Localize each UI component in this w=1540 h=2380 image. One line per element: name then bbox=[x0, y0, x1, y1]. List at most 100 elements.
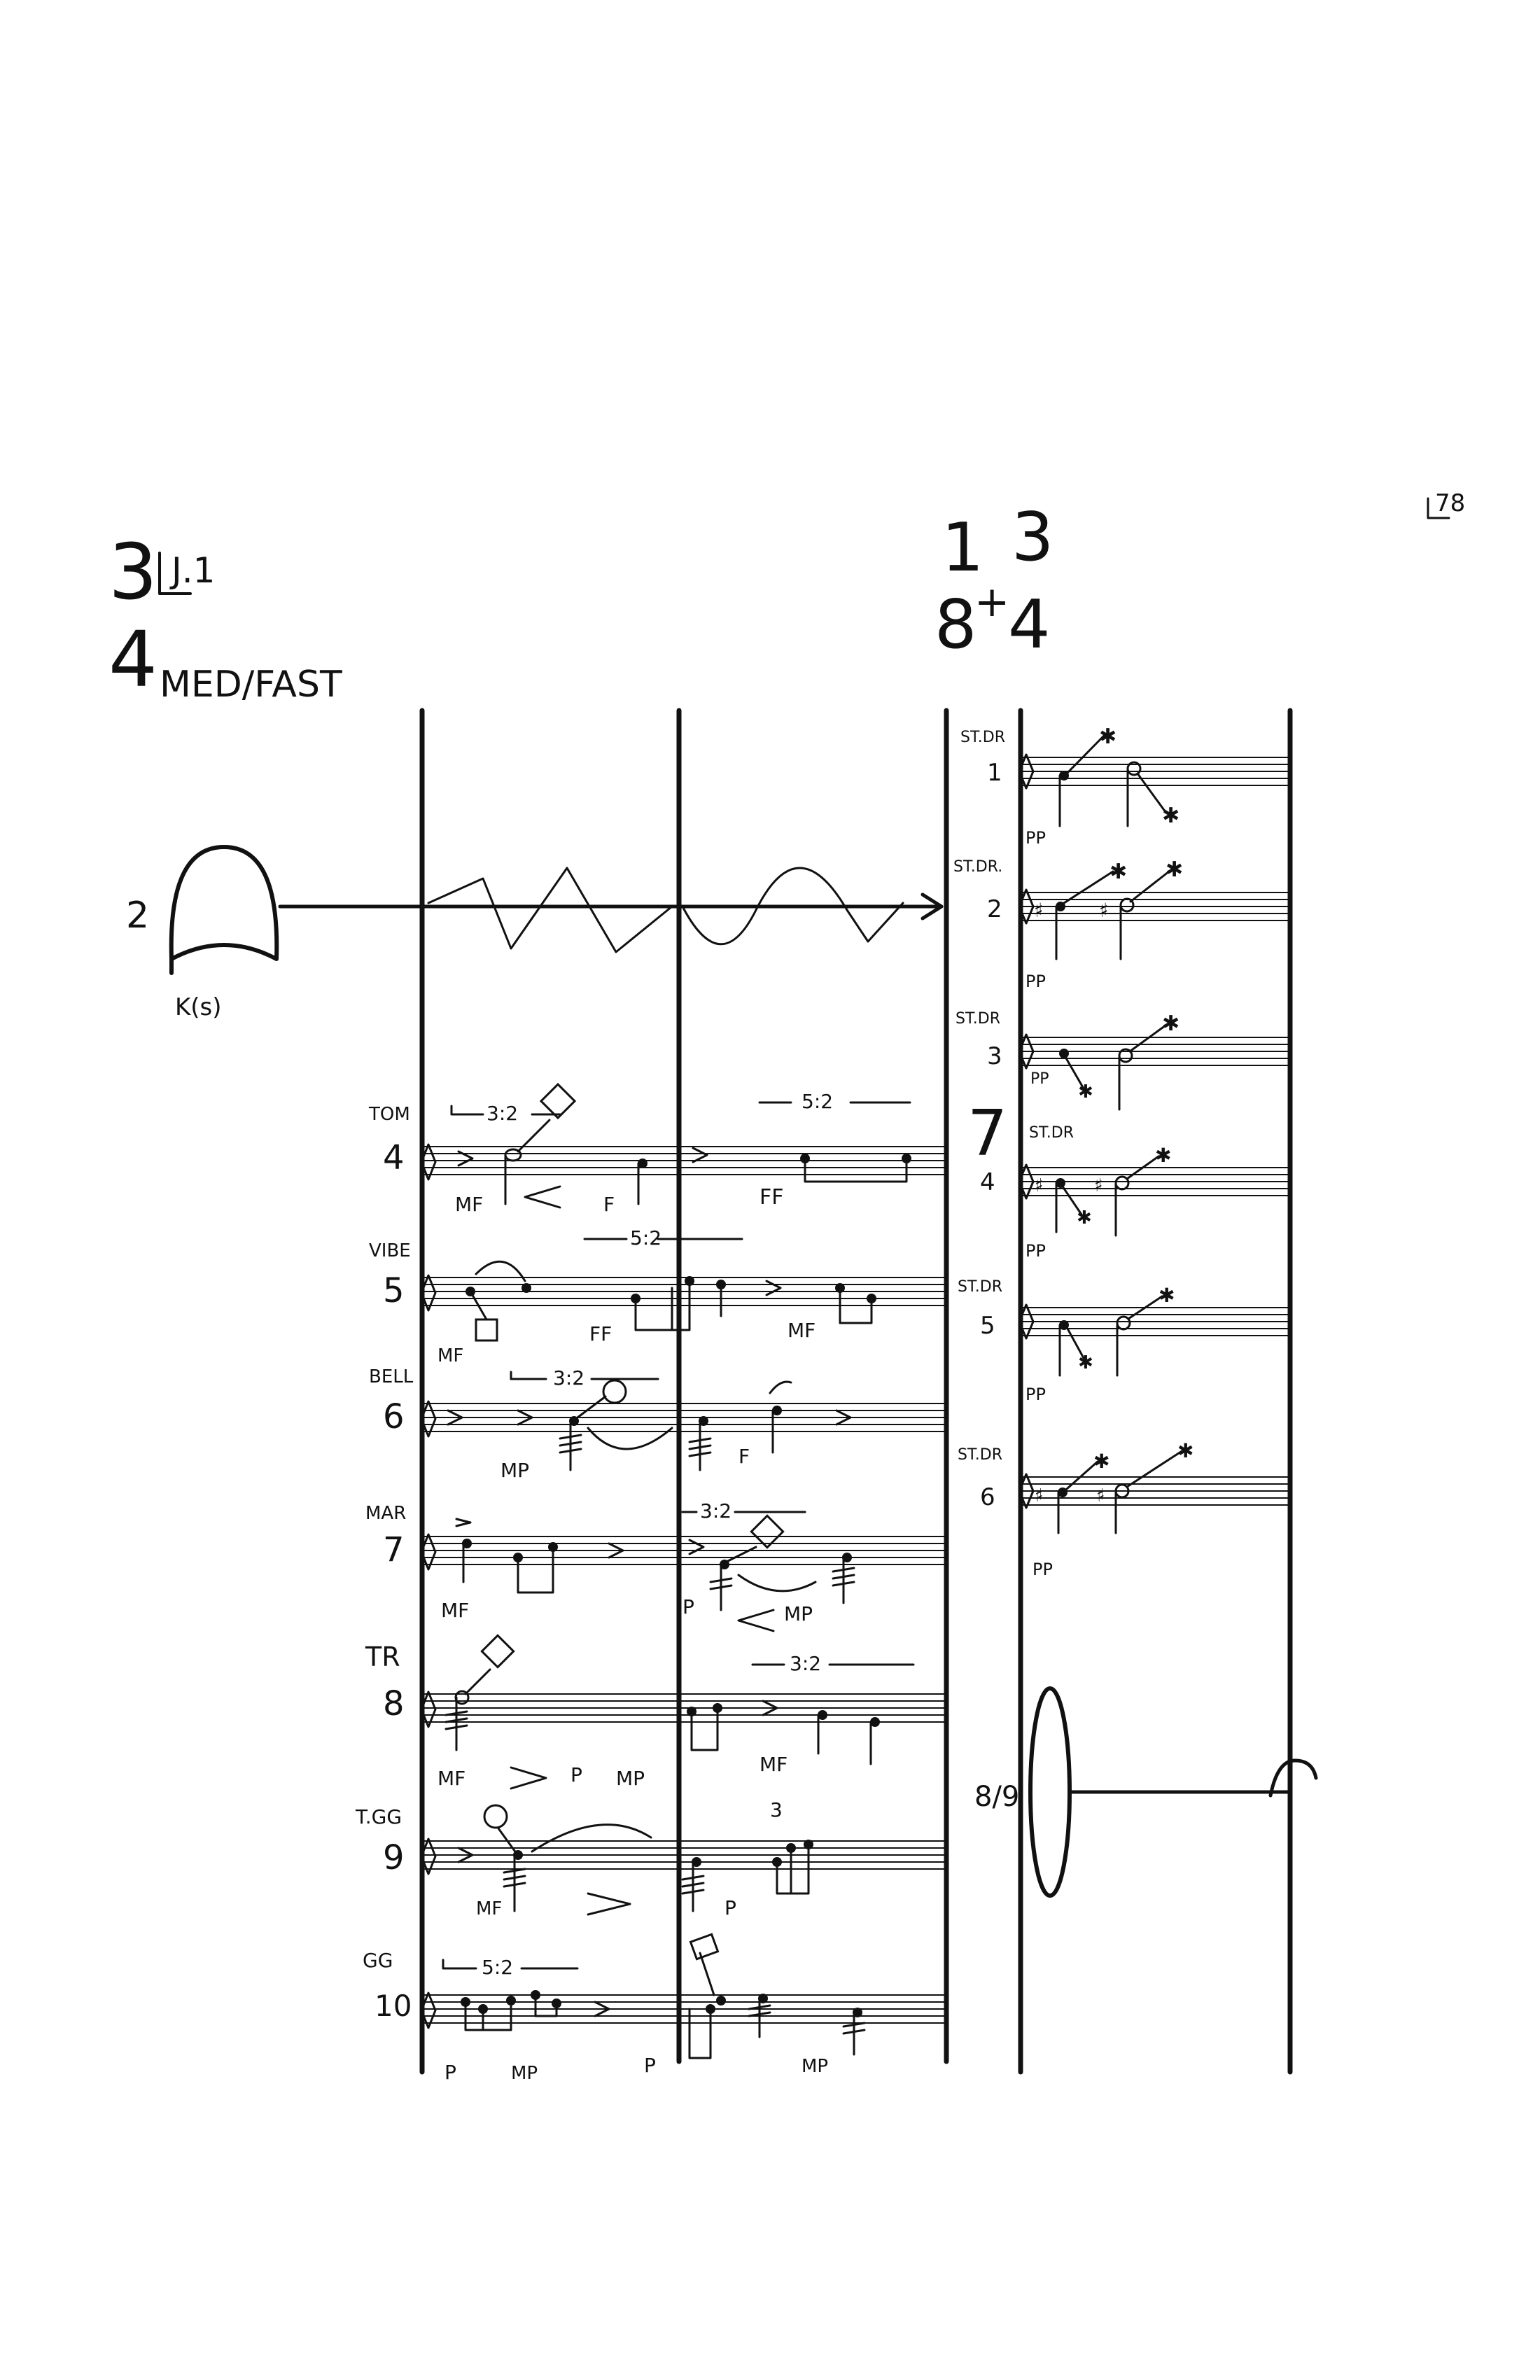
staff-label-mar: MAR bbox=[365, 1503, 406, 1524]
staff-number-bell: 6 bbox=[383, 1397, 405, 1436]
sharp-sign: ♯ bbox=[1035, 1175, 1044, 1196]
tuplet-label: 3:2 bbox=[486, 1102, 518, 1125]
note-head bbox=[1059, 1320, 1069, 1330]
staff-number-stdr: 4 bbox=[980, 1168, 995, 1196]
beam bbox=[839, 1287, 873, 1324]
tremolo-stem bbox=[559, 1420, 582, 1471]
x-note-icon: ✱ bbox=[1166, 858, 1183, 882]
note-head bbox=[870, 1717, 880, 1727]
slur bbox=[531, 1823, 652, 1853]
flag-mark bbox=[689, 1933, 720, 1961]
sustain-number: 2 bbox=[126, 895, 149, 937]
staff-label-gg: GG bbox=[363, 1949, 393, 1972]
x-note-icon: ✱ bbox=[1099, 724, 1116, 749]
hold-ellipse-icon bbox=[1028, 1686, 1072, 1898]
percussion-clef bbox=[420, 1274, 437, 1312]
staff-tgg: T.GG 9 MF 3 P bbox=[355, 1798, 946, 1919]
percussion-clef bbox=[1018, 1033, 1035, 1070]
staff-stdr-3: ST.DR 3 ✱ PP ✱ bbox=[955, 1010, 1291, 1111]
staff-label-stdr: ST.DR bbox=[958, 1446, 1002, 1464]
fermata-arc bbox=[1268, 1758, 1318, 1798]
staff-lines-stdr bbox=[1021, 1037, 1291, 1066]
staff-lines-tr bbox=[424, 1693, 946, 1723]
percussion-clef bbox=[1018, 753, 1035, 790]
staff-vibe: VIBE 5 5:2 MF FF MF bbox=[369, 1226, 946, 1366]
tempo-unit: J.1 bbox=[169, 550, 215, 591]
tremolo-stem bbox=[709, 1563, 733, 1611]
note-head bbox=[818, 1710, 827, 1720]
tuplet-label: 5:2 bbox=[630, 1226, 662, 1250]
note-head bbox=[1056, 902, 1065, 911]
meter-bottom-a: 8 bbox=[934, 587, 976, 664]
note-head-square bbox=[475, 1318, 498, 1342]
dynamic-mark: MP bbox=[616, 1767, 645, 1790]
dynamic-mark: P bbox=[644, 2054, 656, 2077]
x-note-icon: ✱ bbox=[1162, 1011, 1180, 1036]
note-head-open bbox=[1114, 1483, 1130, 1499]
dynamic-mark: MF bbox=[438, 1767, 465, 1790]
staff-stdr-1: ST.DR 1 ✱ ✱ PP bbox=[960, 724, 1291, 848]
page-number-bracket bbox=[1427, 497, 1450, 519]
accent-mark bbox=[594, 2001, 610, 2017]
staff-lines-mar bbox=[424, 1536, 946, 1565]
staff-number-vibe: 5 bbox=[383, 1271, 405, 1310]
staff-lines-stdr bbox=[1021, 1307, 1291, 1336]
staff-number-stdr: 6 bbox=[980, 1483, 995, 1511]
tempo-bracket bbox=[158, 552, 192, 595]
time-signature-bottom: 4 bbox=[108, 615, 158, 704]
dynamic-mark: PP bbox=[1026, 1241, 1046, 1261]
tuplet-bracket bbox=[510, 1371, 659, 1380]
staff-lines-gg bbox=[424, 1994, 946, 2024]
percussion-clef bbox=[420, 1837, 437, 1875]
staff-number-gg: 10 bbox=[374, 1989, 412, 2023]
staff-bell: BELL 6 3:2 MP F bbox=[369, 1366, 946, 1482]
gliss-line bbox=[1061, 1185, 1083, 1216]
decrescendo-hairpin bbox=[587, 1892, 631, 1916]
tie-arc bbox=[769, 1380, 792, 1394]
percussion-clef bbox=[1018, 888, 1035, 925]
percussion-clef bbox=[1018, 1303, 1035, 1340]
dynamic-mark: PP bbox=[1026, 1385, 1046, 1404]
x-note-icon: ✱ bbox=[1078, 1082, 1093, 1102]
tremolo-stem bbox=[503, 1854, 526, 1912]
note-head-square bbox=[539, 1082, 577, 1120]
note-head bbox=[1058, 1488, 1068, 1497]
dynamic-mark: MF bbox=[760, 1753, 788, 1776]
gliss-line bbox=[1126, 1449, 1184, 1488]
staff-stdr-2: ST.DR. 2 ♯ ✱ ♯ ✱ PP bbox=[953, 858, 1291, 991]
accent-mark bbox=[762, 1700, 778, 1716]
sharp-sign: ♯ bbox=[1034, 899, 1044, 922]
note-head bbox=[1056, 1178, 1065, 1188]
tremolo-stem bbox=[748, 1997, 771, 2038]
dynamic-mark: F bbox=[738, 1445, 750, 1468]
dynamic-mark: MF bbox=[441, 1599, 469, 1622]
gliss-line bbox=[727, 1546, 757, 1562]
gliss-line bbox=[517, 1119, 551, 1153]
staff-number-stdr: 2 bbox=[987, 895, 1002, 923]
gliss-line bbox=[1065, 1460, 1099, 1490]
dynamic-mark: FF bbox=[760, 1185, 784, 1210]
gliss-line bbox=[699, 1952, 715, 1996]
slur bbox=[475, 1260, 526, 1282]
x-note-icon: ✱ bbox=[1155, 1144, 1171, 1167]
x-note-icon: ✱ bbox=[1078, 1352, 1093, 1373]
dynamic-mark: FF bbox=[589, 1322, 612, 1345]
dynamic-mark: PP bbox=[1032, 1560, 1053, 1579]
staff-label-stdr: ST.DR bbox=[955, 1010, 1000, 1028]
sharp-sign: ♯ bbox=[1099, 899, 1109, 922]
percussion-clef bbox=[420, 1533, 437, 1571]
gliss-line bbox=[576, 1395, 607, 1419]
staff-label-bell: BELL bbox=[369, 1366, 414, 1387]
staff-label-stdr: ST.DR bbox=[1029, 1124, 1074, 1142]
note-head-open bbox=[1114, 1175, 1130, 1191]
staff-number-stdr: 3 bbox=[987, 1042, 1002, 1070]
note-head-open bbox=[1118, 1048, 1133, 1063]
note-head bbox=[1059, 771, 1069, 780]
x-note-icon: ✱ bbox=[1093, 1450, 1110, 1473]
meter-bottom-b: 4 bbox=[1008, 587, 1050, 664]
gliss-line bbox=[1066, 734, 1106, 774]
note-head-open bbox=[1119, 897, 1135, 913]
accent-mark bbox=[692, 1147, 708, 1163]
sharp-sign: ♯ bbox=[1096, 1485, 1105, 1506]
